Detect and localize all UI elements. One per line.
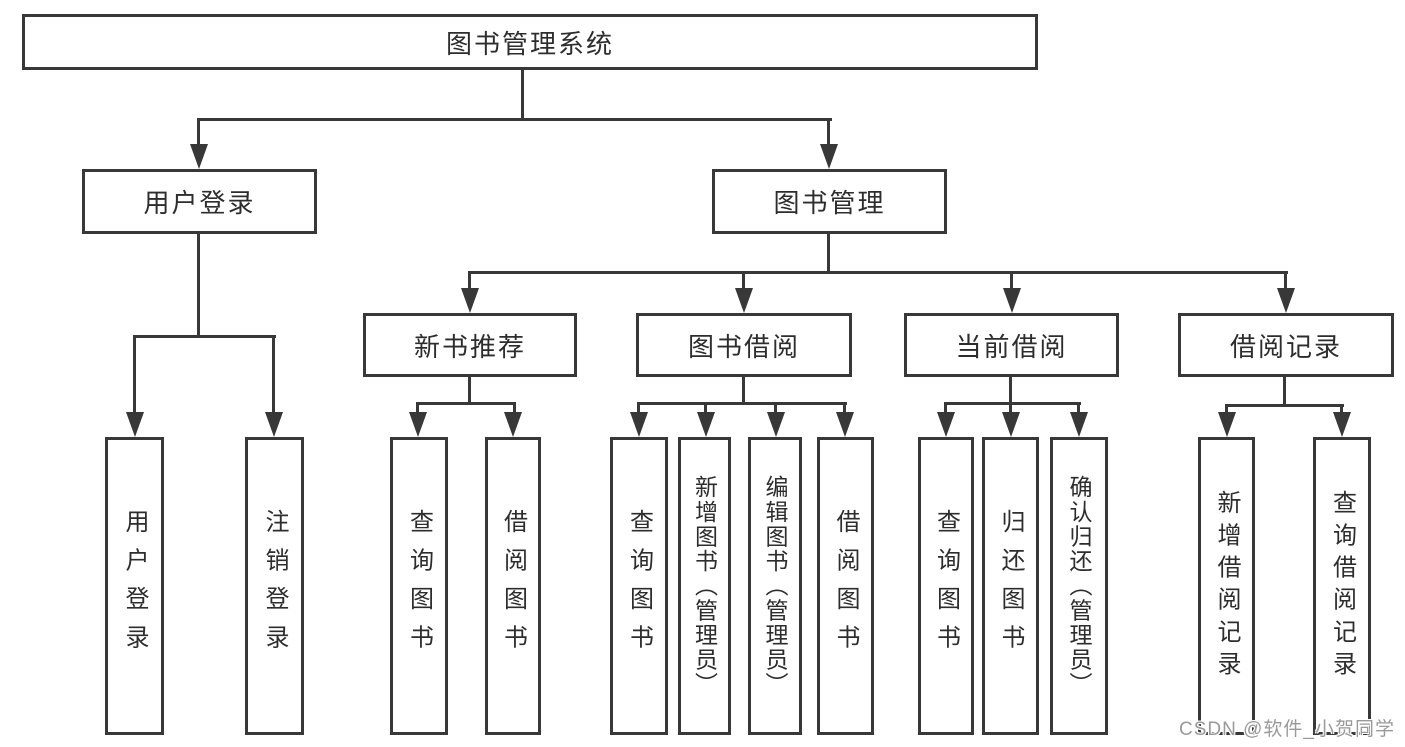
node-book-mgmt-label: 图书管理: [773, 188, 886, 218]
connector-line: [416, 402, 516, 405]
node-current-borrow: 当前借阅: [904, 313, 1119, 377]
node-book-borrow: 图书借阅: [636, 313, 852, 377]
connector-line: [468, 271, 1288, 274]
connector-line: [416, 402, 419, 415]
arrowhead-down-icon: [697, 412, 715, 437]
connector-line: [133, 335, 136, 415]
connector-line: [468, 271, 471, 291]
arrowhead-down-icon: [461, 288, 479, 313]
node-current-borrow-label: 当前借阅: [955, 331, 1068, 362]
arrowhead-down-icon: [1333, 412, 1351, 437]
connector-line: [133, 335, 276, 338]
arrowhead-down-icon: [409, 412, 427, 437]
connector-line: [1284, 271, 1287, 291]
leaf-logout: 注销登录: [245, 437, 304, 735]
node-root: 图书管理系统: [22, 14, 1038, 70]
node-borrow-records-label: 借阅记录: [1229, 331, 1342, 362]
connector-line: [272, 335, 275, 415]
leaf-user-login-label: 用户登录: [121, 509, 148, 663]
arrowhead-down-icon: [735, 288, 753, 313]
csdn-watermark: CSDN @软件_小贺同学: [1179, 719, 1395, 740]
leaf-borrow-edit-admin: 编辑图书（管理员）: [748, 437, 802, 735]
arrowhead-down-icon: [1218, 412, 1236, 437]
arrowhead-down-icon: [1003, 288, 1021, 313]
connector-line: [742, 377, 745, 404]
leaf-records-add-label: 新增借阅记录: [1213, 489, 1240, 683]
arrowhead-down-icon: [820, 144, 838, 169]
leaf-newbooks-query: 查询图书: [390, 437, 448, 735]
leaf-newbooks-borrow-label: 借阅图书: [499, 509, 527, 663]
connector-line: [827, 234, 830, 274]
connector-line: [521, 70, 524, 119]
leaf-newbooks-borrow: 借阅图书: [485, 437, 541, 735]
leaf-current-confirm-admin-label: 确认归还（管理员）: [1066, 475, 1092, 697]
arrowhead-down-icon: [126, 412, 144, 437]
leaf-current-confirm-admin: 确认归还（管理员）: [1050, 437, 1108, 735]
node-new-books: 新书推荐: [363, 313, 577, 377]
connector-line: [1009, 377, 1012, 404]
leaf-borrow-query: 查询图书: [610, 437, 668, 735]
arrowhead-down-icon: [1277, 288, 1295, 313]
connector-line: [1283, 377, 1286, 406]
leaf-current-return: 归还图书: [982, 437, 1039, 735]
leaf-borrow-borrow-label: 借阅图书: [832, 509, 859, 663]
node-book-mgmt: 图书管理: [712, 169, 947, 234]
connector-line: [774, 402, 777, 415]
connector-line: [944, 402, 1081, 405]
node-user-login-label: 用户登录: [143, 188, 256, 218]
connector-line: [637, 402, 847, 405]
connector-line: [468, 377, 471, 404]
connector-line: [1009, 402, 1012, 415]
connector-line: [513, 402, 516, 415]
leaf-records-query-label: 查询借阅记录: [1328, 489, 1356, 683]
leaf-borrow-add-admin: 新增图书（管理员）: [678, 437, 731, 735]
connector-line: [1010, 271, 1013, 291]
arrowhead-down-icon: [190, 144, 208, 169]
connector-line: [1225, 404, 1228, 415]
leaf-current-return-label: 归还图书: [997, 509, 1024, 663]
connector-line: [1225, 404, 1344, 407]
leaf-borrow-borrow: 借阅图书: [817, 437, 874, 735]
connector-line: [1077, 402, 1080, 415]
leaf-newbooks-query-label: 查询图书: [405, 509, 433, 663]
connector-line: [197, 234, 200, 337]
leaf-current-query-label: 查询图书: [932, 509, 960, 663]
leaf-logout-label: 注销登录: [261, 509, 288, 663]
leaf-user-login: 用户登录: [105, 437, 164, 735]
arrowhead-down-icon: [1002, 412, 1020, 437]
arrowhead-down-icon: [937, 412, 955, 437]
arrowhead-down-icon: [630, 412, 648, 437]
arrowhead-down-icon: [1070, 412, 1088, 437]
connector-line: [827, 118, 830, 146]
arrowhead-down-icon: [265, 412, 283, 437]
connector-line: [944, 402, 947, 415]
connector-line: [704, 402, 707, 415]
arrowhead-down-icon: [504, 412, 522, 437]
connector-line: [742, 271, 745, 291]
leaf-borrow-add-admin-label: 新增图书（管理员）: [691, 475, 718, 697]
leaf-borrow-query-label: 查询图书: [625, 509, 653, 663]
leaf-records-add: 新增借阅记录: [1198, 437, 1255, 735]
connector-line: [843, 402, 846, 415]
node-borrow-records: 借阅记录: [1178, 313, 1394, 377]
node-book-borrow-label: 图书借阅: [687, 331, 800, 362]
connector-line: [197, 118, 200, 146]
node-user-login: 用户登录: [82, 169, 317, 234]
leaf-borrow-edit-admin-label: 编辑图书（管理员）: [762, 475, 788, 697]
arrowhead-down-icon: [767, 412, 785, 437]
leaf-current-query: 查询图书: [918, 437, 974, 735]
connector-line: [637, 402, 640, 415]
connector-line: [1340, 404, 1343, 415]
leaf-records-query: 查询借阅记录: [1313, 437, 1371, 735]
connector-line: [197, 118, 832, 121]
node-root-label: 图书管理系统: [445, 28, 614, 59]
arrowhead-down-icon: [836, 412, 854, 437]
node-new-books-label: 新书推荐: [413, 331, 526, 362]
